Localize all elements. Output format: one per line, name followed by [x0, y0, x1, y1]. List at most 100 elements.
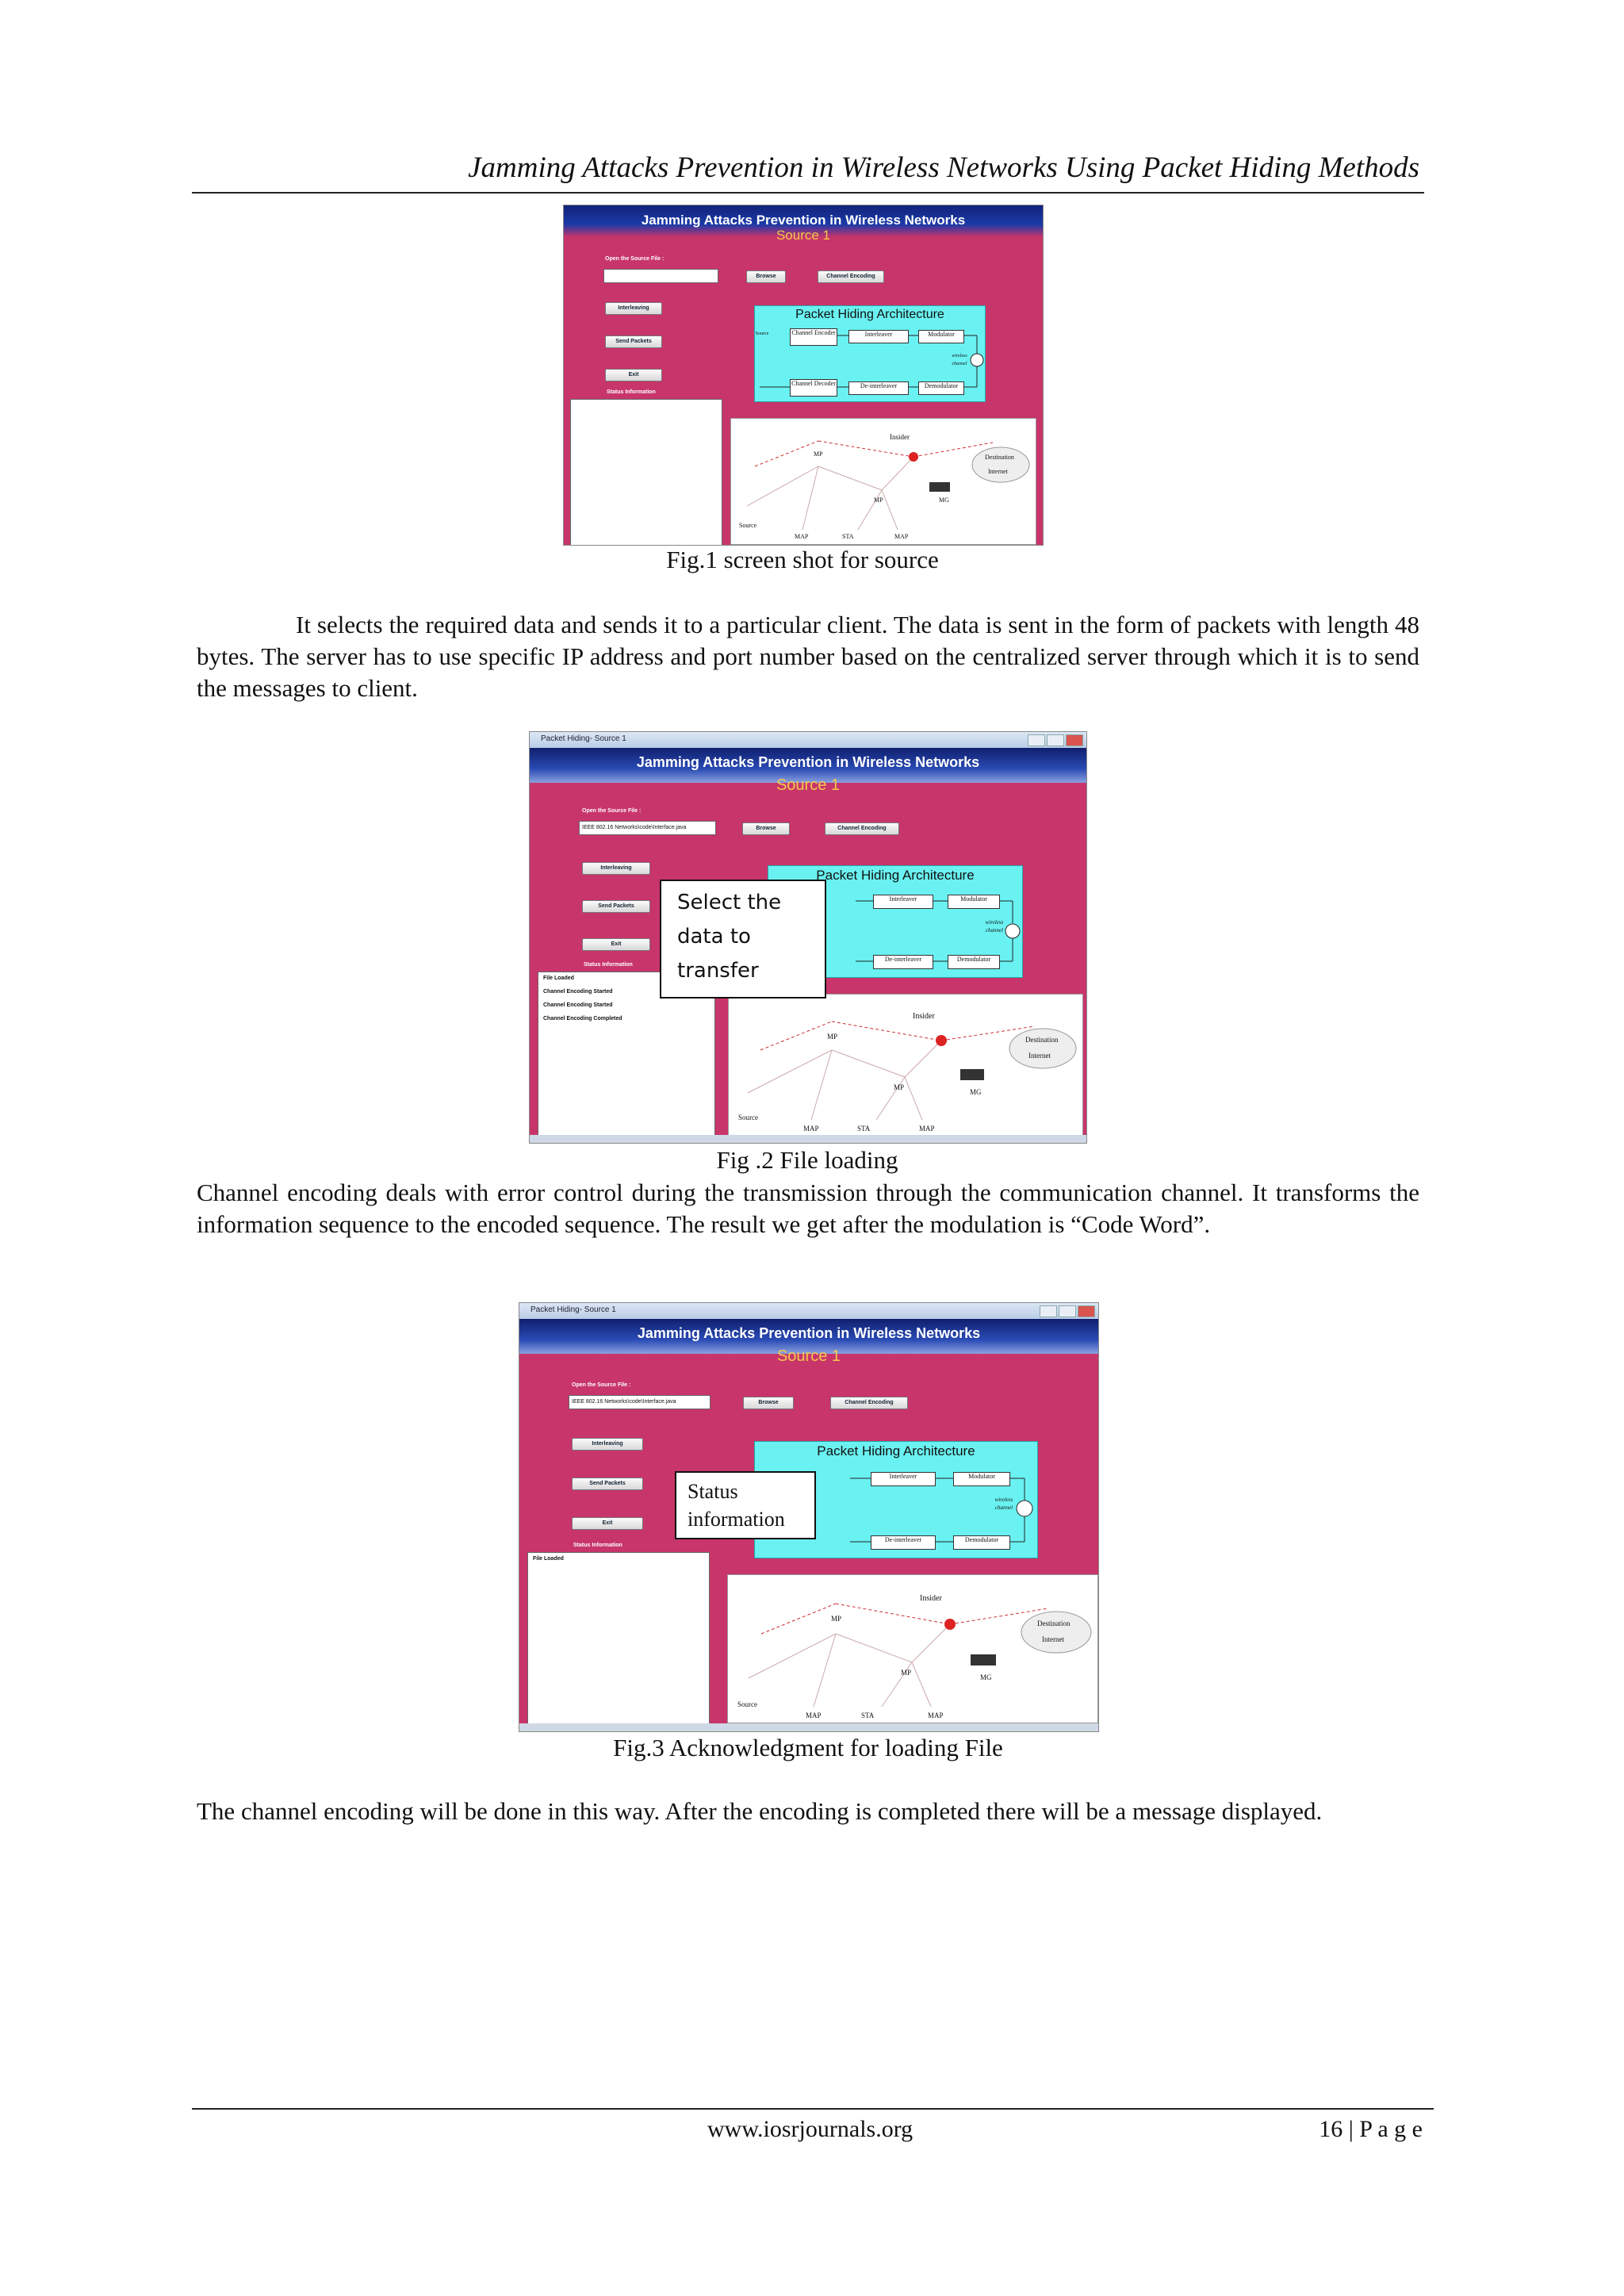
file-path-input[interactable]: IEEE 802.16 Networks\code\Interface.java — [569, 1395, 710, 1409]
app-title: Jamming Attacks Prevention in Wireless N… — [641, 213, 966, 228]
browse-button[interactable]: Browse — [743, 1397, 794, 1409]
figure-3-caption: Fig.3 Acknowledgment for loading File — [613, 1734, 1003, 1761]
window-title: Packet Hiding- Source 1 — [541, 734, 626, 743]
browse-button[interactable]: Browse — [746, 270, 786, 283]
status-line: Channel Encoding Started — [543, 989, 613, 995]
send-packets-button[interactable]: Send Packets — [572, 1478, 643, 1490]
interleaving-button[interactable]: Interleaving — [582, 862, 650, 875]
architecture-arrows — [856, 900, 1021, 962]
app-header: Jamming Attacks Prevention in Wireless N… — [530, 748, 1086, 783]
sta-label: STA — [861, 1711, 875, 1719]
window-controls — [1040, 1305, 1095, 1317]
status-line: Channel Encoding Started — [543, 1002, 613, 1008]
arch-modulator: Modulator — [918, 330, 964, 343]
arch-interleaver: Interleaver — [871, 1472, 936, 1486]
channel-encoding-button[interactable]: Channel Encoding — [830, 1397, 908, 1409]
arch-demodulator: Demodulator — [918, 381, 964, 395]
window-controls — [1028, 734, 1083, 746]
network-links — [748, 1603, 1092, 1708]
exit-button[interactable]: Exit — [582, 938, 650, 951]
mp-label-1: MP — [831, 1615, 842, 1623]
mp-label-2: MP — [894, 1083, 905, 1091]
callout-line: data to — [677, 925, 751, 949]
open-file-label: Open the Source File : — [582, 808, 642, 814]
mg-label: MG — [980, 1673, 992, 1681]
arch-demodulator: Demodulator — [953, 1535, 1010, 1550]
taskbar — [519, 1723, 1098, 1731]
file-path-input[interactable] — [603, 269, 718, 283]
status-label: Status Information — [607, 389, 656, 395]
app-header: Jamming Attacks Prevention in Wireless N… — [564, 205, 1043, 237]
source-label: Source 1 — [776, 776, 841, 794]
figure-2-caption: Fig .2 File loading — [716, 1146, 898, 1174]
status-line: Channel Encoding Completed — [543, 1016, 622, 1022]
close-icon[interactable] — [1066, 734, 1083, 746]
arch-channel-encoder: Channel Encoder — [790, 328, 837, 346]
mp-label-2: MP — [874, 496, 883, 504]
architecture-arrows — [760, 335, 984, 388]
maximize-icon[interactable] — [1059, 1305, 1076, 1317]
arch-channel-decoder: Channel Decoder — [790, 379, 837, 397]
internet-label: Internet — [988, 468, 1008, 475]
paragraph-3: The channel encoding will be done in thi… — [197, 1797, 1323, 1825]
map-label-2: MAP — [894, 533, 909, 540]
footer-rule — [192, 2108, 1434, 2110]
mg-label: MG — [970, 1088, 982, 1096]
channel-encoding-button[interactable]: Channel Encoding — [818, 270, 884, 283]
callout-line: transfer — [677, 959, 759, 983]
callout-line: information — [688, 1508, 785, 1531]
paragraph-1: It selects the required data and sends i… — [197, 611, 1419, 702]
arch-modulator: Modulator — [948, 895, 1000, 909]
file-path-input[interactable]: IEEE 802.16 Networks\code\Interface.java — [579, 821, 716, 835]
exit-button[interactable]: Exit — [605, 369, 662, 381]
figure-1-caption: Fig.1 screen shot for source — [666, 546, 939, 573]
source-label: Source 1 — [776, 1347, 841, 1365]
minimize-icon[interactable] — [1028, 734, 1045, 746]
interleaving-button[interactable]: Interleaving — [572, 1438, 643, 1451]
arch-de-interleaver: De-interleaver — [873, 955, 933, 969]
header-rule — [192, 192, 1424, 194]
network-topology-image: Insider Destination Internet MP MP MG So… — [727, 1574, 1098, 1723]
callout-status-information: Status information — [675, 1471, 816, 1539]
map-label-1: MAP — [795, 533, 809, 540]
window-titlebar: Packet Hiding- Source 1 — [519, 1303, 1098, 1319]
architecture-title: Packet Hiding Architecture — [817, 1443, 975, 1458]
send-packets-button[interactable]: Send Packets — [582, 900, 650, 913]
arch-wireless-channel: wireless channel — [994, 1497, 1013, 1511]
channel-encoding-button[interactable]: Channel Encoding — [825, 822, 899, 835]
browse-button[interactable]: Browse — [742, 822, 790, 835]
close-icon[interactable] — [1078, 1305, 1095, 1317]
arch-de-interleaver: De-interleaver — [848, 381, 909, 395]
sta-label: STA — [842, 533, 854, 540]
mp-label-2: MP — [901, 1669, 912, 1677]
architecture-title: Packet Hiding Architecture — [795, 308, 944, 321]
maximize-icon[interactable] — [1047, 734, 1064, 746]
architecture-diagram: Packet Hiding Architecture Source Channe… — [754, 305, 986, 402]
insider-label: Insider — [913, 1012, 935, 1021]
map-label-1: MAP — [806, 1711, 822, 1719]
arch-demodulator: Demodulator — [948, 955, 1000, 969]
destination-label: Destination — [985, 454, 1014, 461]
map-label-2: MAP — [919, 1125, 935, 1133]
interleaving-button[interactable]: Interleaving — [605, 302, 662, 315]
network-links — [746, 440, 1030, 531]
send-packets-button[interactable]: Send Packets — [605, 335, 662, 348]
source-node-label: Source — [737, 1700, 757, 1708]
arch-modulator: Modulator — [953, 1472, 1010, 1486]
source-node-label: Source — [739, 522, 757, 529]
mp-label-1: MP — [827, 1033, 838, 1041]
arch-source: Source — [755, 332, 769, 336]
open-file-label: Open the Source File : — [605, 256, 665, 262]
map-label-1: MAP — [803, 1125, 819, 1133]
arch-de-interleaver: De-interleaver — [871, 1535, 936, 1550]
exit-button[interactable]: Exit — [572, 1517, 643, 1530]
callout-line: Select the — [677, 891, 782, 914]
running-title: Jamming Attacks Prevention in Wireless N… — [468, 151, 1419, 184]
network-links — [747, 1021, 1077, 1121]
arch-interleaver: Interleaver — [848, 330, 909, 343]
status-panel: File Loaded Channel Encoding Started Cha… — [538, 972, 715, 1137]
status-label: Status Information — [573, 1543, 622, 1548]
minimize-icon[interactable] — [1040, 1305, 1057, 1317]
destination-label: Destination — [1037, 1619, 1071, 1627]
status-line: File Loaded — [543, 976, 574, 981]
